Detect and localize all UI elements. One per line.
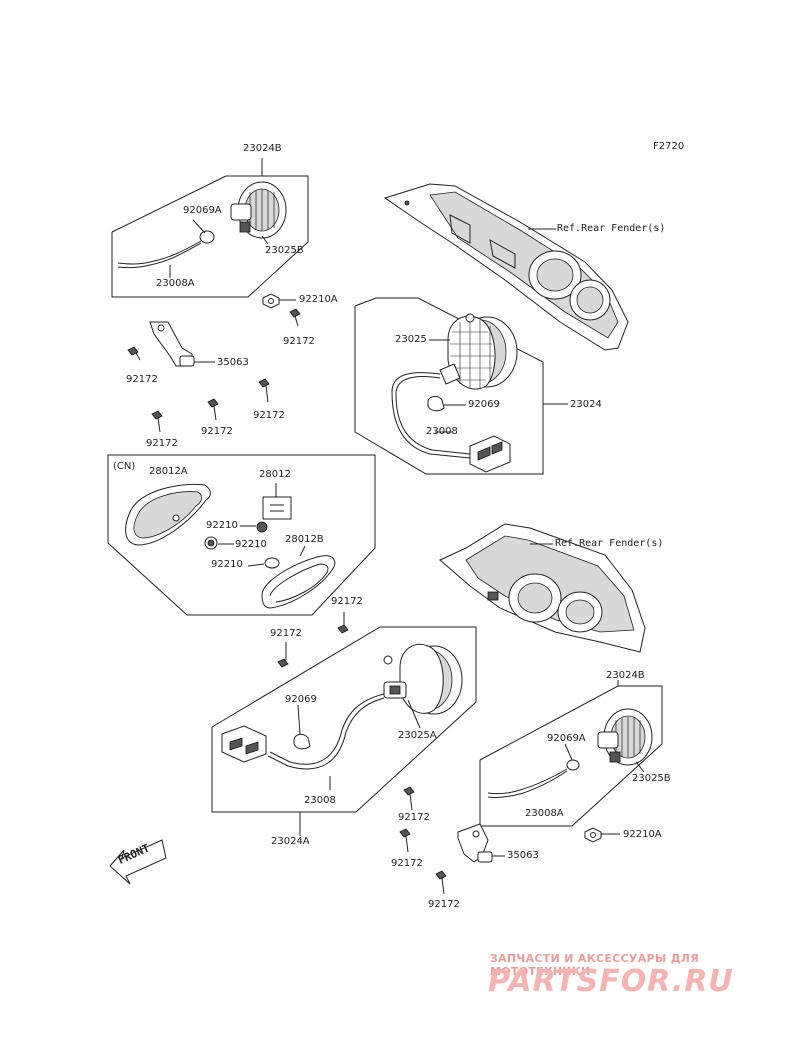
callout-28012B[interactable]: 28012B [285,534,324,545]
callout-92172-j[interactable]: 92172 [428,899,460,910]
assembly-23024 [354,297,568,475]
callout-23008[interactable]: 23008 [426,426,458,437]
assembly-23024A [211,626,477,836]
watermark-tagline: ЗАПЧАСТИ И АКСЕССУАРЫ ДЛЯ МОТОТЕХНИКИ [490,952,700,978]
callout-92172-c[interactable]: 92172 [253,410,285,421]
callout-23008A-top[interactable]: 23008A [156,278,195,289]
callout-92172-g[interactable]: 92172 [270,628,302,639]
callout-92210-b[interactable]: 92210 [235,539,267,550]
callout-23025A[interactable]: 23025A [398,730,437,741]
callout-92069A-top[interactable]: 92069A [183,205,222,216]
cn-label: (CN) [113,461,136,472]
callout-92210A-low[interactable]: 92210A [623,829,662,840]
callout-92069-low[interactable]: 92069 [285,694,317,705]
callout-28012[interactable]: 28012 [259,469,291,480]
hardware-top [127,293,301,433]
callout-23025B-top[interactable]: 23025B [265,245,304,256]
callout-23024[interactable]: 23024 [570,399,602,410]
callout-92172-f[interactable]: 92172 [331,596,363,607]
hardware-low [399,786,620,895]
callout-92172-i[interactable]: 92172 [391,858,423,869]
callout-35063-low[interactable]: 35063 [507,850,539,861]
rear-fender-mid [439,523,646,653]
callout-92172-b[interactable]: 92172 [126,374,158,385]
callout-23024A[interactable]: 23024A [271,836,310,847]
assembly-23024B-low [479,680,663,827]
callout-28012A[interactable]: 28012A [149,466,188,477]
hardware-mid [277,612,349,668]
callout-92210-c[interactable]: 92210 [211,559,243,570]
front-arrow [109,839,167,885]
callout-92172-a[interactable]: 92172 [283,336,315,347]
callout-92172-h[interactable]: 92172 [398,812,430,823]
callout-92172-e[interactable]: 92172 [146,438,178,449]
callout-92069A-low[interactable]: 92069A [547,733,586,744]
ref-rear-fender-mid: Ref.Rear Fender(s) [555,538,664,549]
callout-92069[interactable]: 92069 [468,399,500,410]
ref-rear-fender-top: Ref.Rear Fender(s) [557,223,666,234]
callout-92210-a[interactable]: 92210 [206,520,238,531]
callout-92210A-top[interactable]: 92210A [299,294,338,305]
assembly-23024B-top [111,158,309,298]
callout-23008-low[interactable]: 23008 [304,795,336,806]
callout-23024B-low[interactable]: 23024B [606,670,645,681]
watermark-logo: PARTSFOR.RU [488,964,734,999]
callout-23025[interactable]: 23025 [395,334,427,345]
callout-23024B-top[interactable]: 23024B [243,143,282,154]
rear-fender-top [383,183,629,351]
callout-23025B-low[interactable]: 23025B [632,773,671,784]
figure-code: F2720 [653,141,685,152]
callout-35063-top[interactable]: 35063 [217,357,249,368]
callout-92172-d[interactable]: 92172 [201,426,233,437]
callout-23008A-low[interactable]: 23008A [525,808,564,819]
assembly-cn [107,454,376,616]
